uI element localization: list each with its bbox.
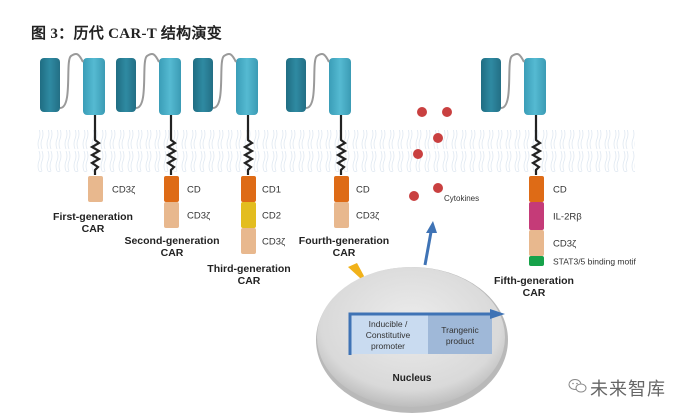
transcription-arrow-icon [490,309,505,319]
secretion-arrow [423,221,437,266]
linker [212,53,237,109]
product-line-2: product [446,336,475,346]
segment-il2rb [529,202,544,230]
generation-sub: CAR [523,287,546,299]
transmembrane-coil [165,115,178,175]
scfv-domain-light [83,58,105,115]
cell-membrane [35,130,635,172]
watermark: 未来智库 [590,379,666,400]
scfv-domain-dark [40,58,60,112]
segment-label: CD3ζ [356,211,380,222]
segment-cd3z [88,176,103,202]
product-line-1: Trangenic [441,325,479,335]
segment-label: IL-2Rβ [553,212,582,223]
figure-title: 图 3：历代 CAR-T 结构演变 [31,26,223,42]
generation-name: Second-generation [124,235,219,247]
cytokine-dot [409,191,419,201]
cytokine-dot [433,183,443,193]
segment-cd3z [241,228,256,254]
segment-cd_costim [241,176,256,202]
nucleus: Inducible / Constitutive promoter Trange… [316,267,508,413]
generation-name: Third-generation [207,263,290,275]
scfv-domain-light [236,58,258,115]
segment-cd3z [334,202,349,228]
segment-cd3z [164,202,179,228]
segment-cd_costim [529,176,544,202]
segment-cd2 [241,202,256,228]
segment-label: CD [187,185,201,196]
generation-sub: CAR [82,223,105,235]
product-box [428,313,492,354]
segment-label: CD [356,185,370,196]
linker [305,53,330,109]
cytokine-dot [413,149,423,159]
transmembrane-coil [335,115,348,175]
generation-sub: CAR [238,275,261,287]
generation-sub: CAR [333,247,356,259]
segment-label: CD3ζ [553,239,577,250]
segment-cd_costim [334,176,349,202]
linker [135,53,160,109]
segment-label: CD [553,185,567,196]
linker [59,53,84,109]
segment-stat [529,256,544,266]
nucleus-label: Nucleus [393,373,432,384]
scfv-domain-dark [116,58,136,112]
segment-label: CD1 [262,185,281,196]
scfv-domain-light [159,58,181,115]
scfv-domain-dark [481,58,501,112]
cytokines-group [409,107,452,201]
segment-cd_costim [164,176,179,202]
generation-name: First-generation [53,211,133,223]
promoter-box [349,313,428,354]
scfv-domain-dark [193,58,213,112]
segment-label: CD3ζ [262,237,286,248]
transmembrane-coil [242,115,255,175]
transmembrane-coil [89,115,102,175]
transmembrane-coil [530,115,543,175]
cytokine-dot [433,133,443,143]
scfv-domain-light [524,58,546,115]
segment-label: STAT3/5 binding motif [553,257,636,267]
segment-label: CD2 [262,211,281,222]
generation-name: Fourth-generation [299,235,389,247]
cytokines-label: Cytokines [444,194,479,203]
generation-sub: CAR [161,247,184,259]
segment-label: CD3ζ [112,185,136,196]
promoter-line-3: promoter [371,341,405,351]
cytokine-dot [442,107,452,117]
promoter-line-2: Constitutive [366,330,411,340]
segment-cd3z [529,230,544,256]
segment-label: CD3ζ [187,211,211,222]
promoter-line-1: Inducible / [369,319,408,329]
generation-name: Fifth-generation [494,275,574,287]
wechat-icon [568,379,587,393]
linker [500,53,525,109]
cytokine-dot [417,107,427,117]
scfv-domain-light [329,58,351,115]
scfv-domain-dark [286,58,306,112]
